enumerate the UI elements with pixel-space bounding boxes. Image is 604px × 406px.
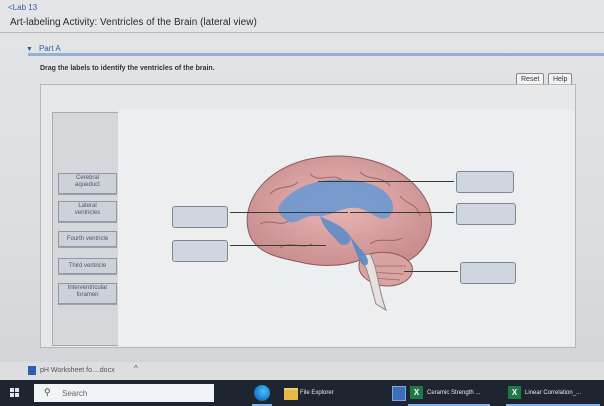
taskbar: ⚲ Search File Explorer X Ceramic Strengt… — [0, 380, 604, 406]
activity-title: Art-labeling Activity: Ventricles of the… — [10, 17, 257, 28]
collapse-triangle-icon: ▼ — [26, 46, 33, 53]
label-text: ventricles — [74, 210, 101, 216]
search-placeholder: Search — [62, 389, 88, 398]
label-cerebral-aqueduct[interactable]: Cerebral aqueduct — [58, 173, 117, 194]
store-icon[interactable] — [392, 386, 406, 401]
back-to-lab-link[interactable]: <Lab 13 — [8, 3, 38, 12]
leader-line — [404, 271, 458, 272]
brain-lateral-illustration — [246, 155, 432, 312]
instructions: Drag the labels to identify the ventricl… — [40, 65, 215, 72]
drop-target-left-upper[interactable] — [172, 206, 228, 228]
drop-target-right-bottom[interactable] — [460, 262, 516, 284]
label-text: aqueduct — [75, 182, 100, 188]
label-fourth-ventricle[interactable]: Fourth ventricle — [58, 231, 117, 247]
part-label: Part A — [38, 44, 61, 53]
drop-target-right-middle[interactable] — [456, 203, 516, 225]
search-icon: ⚲ — [44, 387, 51, 397]
help-button[interactable]: Help — [548, 73, 573, 86]
open-indicator — [506, 404, 600, 406]
open-indicator — [408, 404, 490, 406]
drop-target-left-lower[interactable] — [172, 240, 228, 262]
browser-viewport: <Lab 13 Art-labeling Activity: Ventricle… — [0, 0, 604, 362]
part-a-toggle[interactable]: ▼ Part A — [26, 44, 61, 53]
word-doc-icon — [28, 366, 36, 375]
excel-icon[interactable]: X — [410, 386, 423, 399]
label-interventricular-foramen[interactable]: Interventricular foramen — [58, 283, 117, 304]
windows-start-icon[interactable] — [10, 388, 20, 398]
leader-line — [230, 212, 348, 213]
label-text: Third ventricle — [68, 263, 107, 269]
excel-icon[interactable]: X — [508, 386, 521, 399]
downloaded-file[interactable]: pH Worksheet fo....docx — [40, 367, 115, 374]
file-explorer-icon[interactable] — [284, 388, 298, 400]
excel-task-linear[interactable]: Linear Correlation_... — [525, 390, 582, 396]
download-bar: pH Worksheet fo....docx ^ — [0, 362, 604, 380]
chevron-up-icon[interactable]: ^ — [134, 364, 138, 373]
active-indicator — [252, 404, 272, 406]
label-text: foramen — [76, 292, 99, 298]
leader-line — [350, 212, 454, 213]
label-text: Lateral — [78, 203, 97, 209]
file-explorer-task[interactable]: File Explorer — [300, 390, 334, 396]
part-band — [28, 53, 604, 56]
leader-line — [318, 181, 454, 182]
leader-line — [230, 245, 326, 246]
excel-task-ceramic[interactable]: Ceramic Strength ... — [427, 390, 481, 396]
label-third-ventricle[interactable]: Third ventricle — [58, 258, 117, 274]
label-text: Cerebral — [75, 175, 99, 181]
taskbar-search[interactable]: ⚲ Search — [34, 384, 214, 402]
header-divider — [0, 32, 604, 33]
edge-browser-icon[interactable] — [254, 385, 270, 401]
drop-target-right-top[interactable] — [456, 171, 514, 193]
label-text: Fourth ventricle — [66, 236, 109, 242]
label-bank — [52, 112, 120, 346]
label-lateral-ventricles[interactable]: Lateral ventricles — [58, 201, 117, 222]
label-text: Interventricular — [67, 285, 108, 291]
